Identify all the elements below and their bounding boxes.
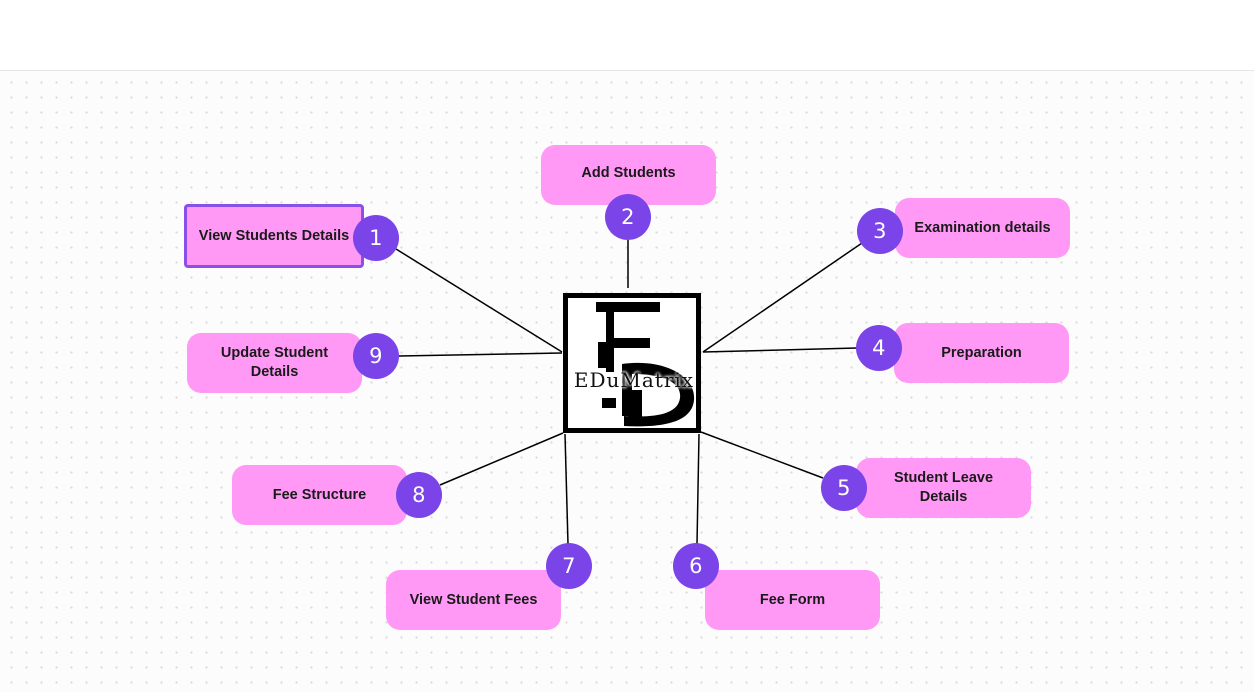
badge-9[interactable]: 9 [353,333,399,379]
edumatrix-logo[interactable]: EDuMatrix [563,293,701,433]
top-toolbar [0,0,1254,71]
node-label: View Student Fees [409,591,538,608]
node-examination-details[interactable]: Examination details [895,198,1070,258]
badge-7[interactable]: 7 [546,543,592,589]
logo-wordmark: EDuMatrix [573,368,695,392]
node-view-student-fees[interactable]: View Student Fees [386,570,561,630]
badge-6[interactable]: 6 [673,543,719,589]
node-label: Preparation [941,344,1022,361]
node-label: View Students Details [198,227,350,244]
node-label: Fee Structure [272,486,367,503]
badge-3[interactable]: 3 [857,208,903,254]
badge-2[interactable]: 2 [605,194,651,240]
node-label: Student Leave Details [893,470,994,505]
node-preparation[interactable]: Preparation [894,323,1069,383]
node-fee-form[interactable]: Fee Form [705,570,880,630]
badge-8[interactable]: 8 [396,472,442,518]
node-label: Update Student Details [220,345,329,380]
badge-5[interactable]: 5 [821,465,867,511]
node-label: Add Students [581,165,676,181]
ed-monogram-icon [596,302,695,427]
node-student-leave-details[interactable]: Student Leave Details [856,458,1031,518]
node-view-students-details[interactable]: View Students Details [184,204,364,268]
badge-4[interactable]: 4 [856,325,902,371]
badge-1[interactable]: 1 [353,215,399,261]
node-label: Fee Form [759,591,826,608]
node-label: Examination details [914,219,1051,236]
node-update-student-details[interactable]: Update Student Details [187,333,362,393]
node-fee-structure[interactable]: Fee Structure [232,465,407,525]
